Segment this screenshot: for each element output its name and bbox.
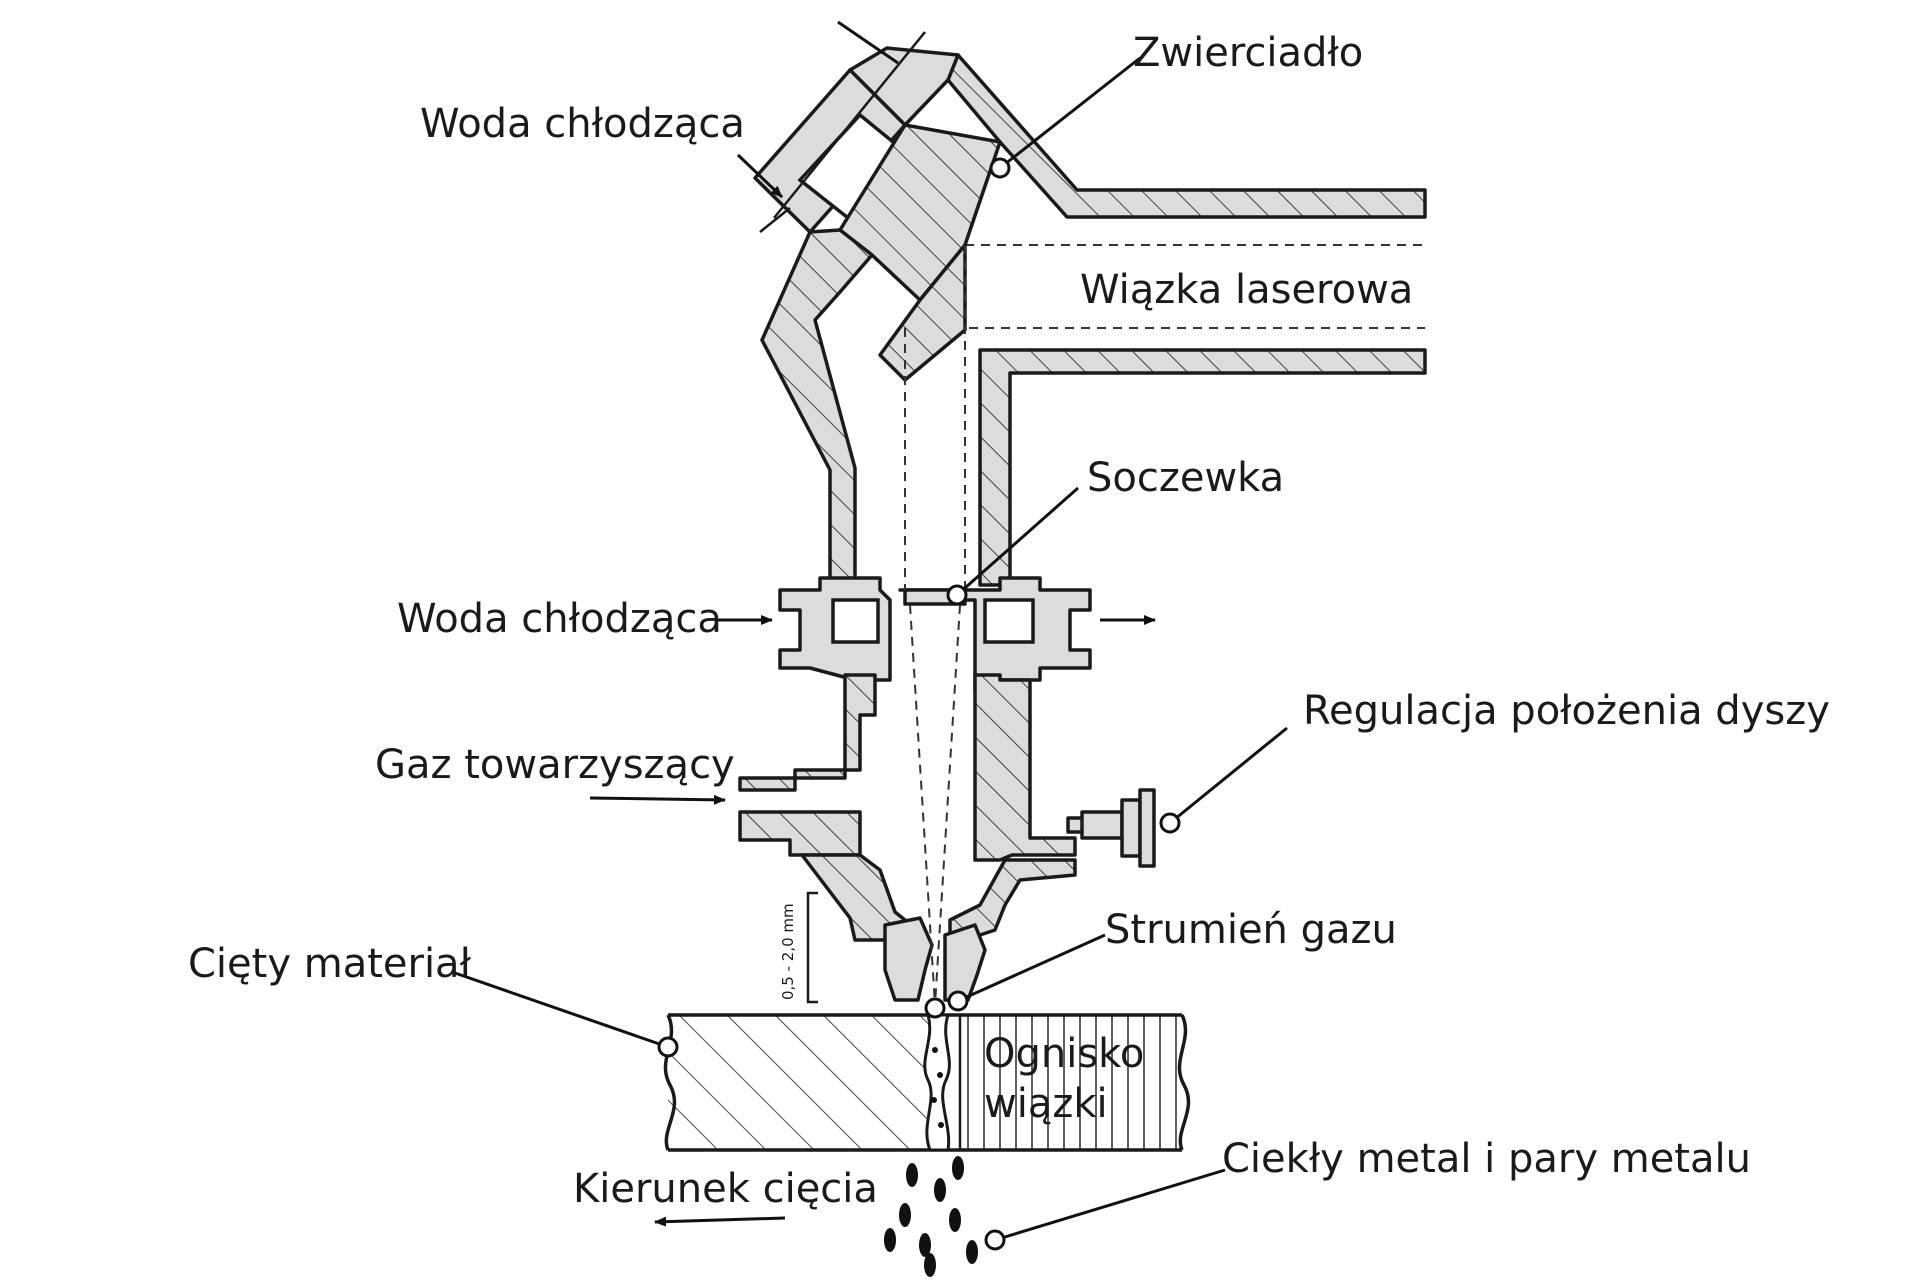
labels: Zwierciadło Woda chłodząca Wiązka lasero… [188,30,1830,1212]
flow-arrows [589,20,1156,1227]
label-cut-direction: Kierunek cięcia [573,1166,878,1212]
nozzle-body [738,673,1077,1002]
leaders [454,56,1288,1251]
label-gas-jet: Strumień gazu [1105,907,1397,953]
mirror-housing [753,31,1002,587]
molten-droplets [884,1156,978,1277]
label-laser-beam: Wiązka laserowa [1080,267,1413,313]
label-molten-metal: Ciekły metal i pary metalu [1222,1136,1751,1182]
workpiece [663,1013,1191,1152]
label-assist-gas: Gaz towarzyszący [375,742,735,788]
label-mirror: Zwierciadło [1133,30,1363,76]
laser-beam-path [904,245,966,1006]
nozzle-adjust-screw [1066,788,1156,868]
label-lens: Soczewka [1087,455,1284,501]
label-cooling-water-top: Woda chłodząca [420,101,745,147]
label-cooling-water-mid: Woda chłodząca [397,596,722,642]
label-focus-line2: wiązki [984,1081,1108,1127]
label-focus-line1: Ognisko [984,1031,1144,1077]
gap-dimension: 0,5 - 2,0 mm [779,891,818,1004]
label-cut-material: Cięty materiał [188,941,472,987]
lens-block [778,576,1092,702]
beam-tube [905,53,1427,587]
label-nozzle-adjust: Regulacja położenia dyszy [1303,688,1830,734]
gap-label: 0,5 - 2,0 mm [779,903,797,1000]
